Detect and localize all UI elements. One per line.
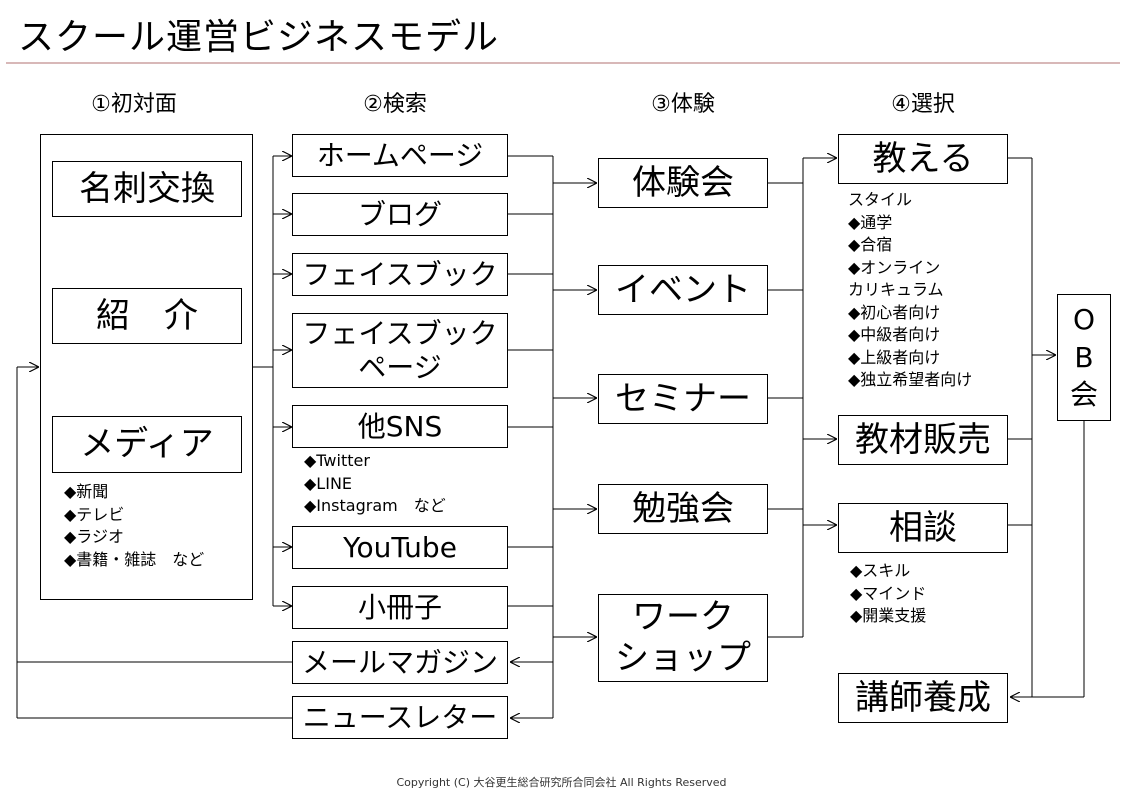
experience-event: イベント: [598, 265, 768, 315]
experience-seminar: セミナー: [598, 374, 768, 424]
search-other-sns: 他SNS: [292, 405, 508, 448]
referral-box: 紹 介: [52, 288, 242, 344]
search-booklet: 小冊子: [292, 586, 508, 629]
ob-association-box: O B 会: [1057, 294, 1111, 421]
ob-kai: 会: [1069, 378, 1098, 412]
search-facebook: フェイスブック: [292, 253, 508, 296]
column-header-choice: ④選択: [891, 92, 955, 117]
search-blog: ブログ: [292, 193, 508, 236]
ob-letter-b: B: [1074, 340, 1094, 374]
search-homepage: ホームページ: [292, 134, 508, 177]
business-card-exchange-box: 名刺交換: [52, 161, 242, 217]
consult-notes: ◆スキル ◆マインド ◆開業支援: [850, 561, 927, 625]
sns-notes: ◆Twitter ◆LINE ◆Instagram など: [304, 451, 446, 515]
media-notes: ◆新聞 ◆テレビ ◆ラジオ ◆書籍・雑誌 など: [64, 482, 205, 569]
title-divider: [6, 62, 1120, 64]
copyright: Copyright (C) 大谷更生総合研究所合同会社 All Rights R…: [396, 776, 727, 789]
teach-notes: スタイル ◆通学 ◆合宿 ◆オンライン カリキュラム ◆初心者向け ◆中級者向け…: [848, 190, 973, 389]
experience-workshop: ワーク ショップ: [598, 594, 768, 682]
column-header-experience: ③体験: [651, 92, 715, 117]
newsletter-box: ニュースレター: [292, 696, 508, 739]
choice-instructor-training: 講師養成: [838, 673, 1008, 723]
experience-trial-session: 体験会: [598, 158, 768, 208]
search-youtube: YouTube: [292, 526, 508, 569]
mail-magazine-box: メールマガジン: [292, 641, 508, 684]
experience-study-group: 勉強会: [598, 484, 768, 534]
choice-teach: 教える: [838, 134, 1008, 184]
search-facebook-page: フェイスブック ページ: [292, 313, 508, 388]
choice-materials-sales: 教材販売: [838, 415, 1008, 465]
ob-letter-o: O: [1072, 302, 1096, 336]
choice-consultation: 相談: [838, 503, 1008, 553]
column-header-search: ②検索: [363, 92, 427, 117]
media-box: メディア: [52, 416, 242, 473]
column-header-first-meeting: ①初対面: [91, 92, 177, 117]
page-title: スクール運営ビジネスモデル: [18, 17, 500, 58]
